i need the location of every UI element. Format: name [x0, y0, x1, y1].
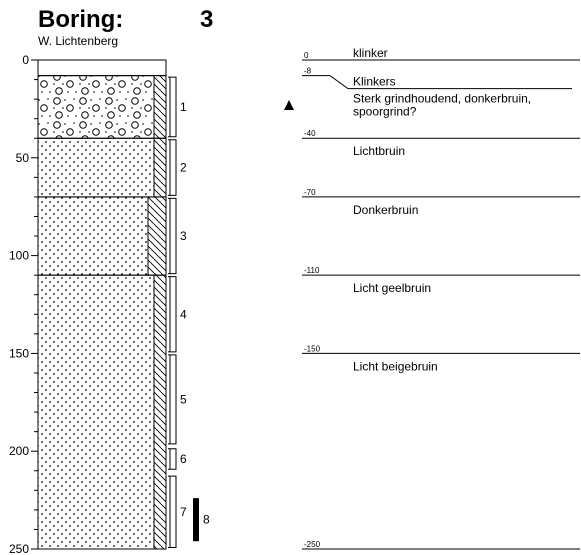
layer-description: Licht geelbruin	[353, 281, 431, 295]
axis-tick-label: 0	[22, 53, 29, 67]
sample-bracket	[168, 139, 177, 196]
core-marker: 8	[193, 498, 210, 542]
lithology-hatch-strip	[153, 274, 167, 550]
sample-label: 2	[180, 161, 187, 175]
sample-bracket	[168, 276, 177, 353]
sample-brackets: 1 2 3 4 5 6 7	[168, 76, 187, 548]
lithology-hatch-strip	[147, 196, 167, 276]
layer-depth-label: -8	[304, 67, 312, 76]
axis-tick-label: 200	[9, 444, 29, 458]
sample-bracket	[168, 197, 177, 275]
sample-bracket	[168, 475, 177, 548]
lithology-layer-sand	[37, 137, 155, 198]
sample-label: 4	[180, 307, 187, 321]
axis-tick-label: 100	[9, 249, 29, 263]
boring-location: W. Lichtenberg	[38, 34, 118, 48]
sample-label: 7	[180, 505, 187, 519]
boring-title: Boring:	[38, 6, 123, 33]
lithology-layer-sand	[37, 196, 149, 276]
core-bar	[193, 498, 199, 542]
layer-description: Sterk grindhoudend, donkerbruin,	[353, 91, 531, 105]
axis-tick-label: 250	[9, 542, 29, 555]
core-label: 8	[203, 513, 210, 527]
layer-depth-label: -40	[304, 129, 316, 138]
layer-depth-label: -70	[304, 188, 316, 197]
layer-boundary-line	[302, 75, 572, 90]
sample-bracket	[168, 76, 177, 138]
groundwater-triangle-icon	[284, 99, 294, 110]
sample-bracket	[168, 448, 177, 470]
layer-description: spoorgrind?	[353, 104, 417, 118]
lithology-column	[37, 59, 167, 550]
layer-description: Klinkers	[353, 75, 396, 89]
lithology-layer-blank	[37, 59, 167, 77]
axis-tick-label: 150	[9, 346, 29, 360]
layer-depth-label: -110	[304, 266, 320, 275]
sample-label: 1	[180, 100, 187, 114]
layer-depth-label: -150	[304, 344, 321, 353]
layer-depth-label: -250	[304, 540, 321, 549]
lithology-hatch-strip	[153, 137, 167, 198]
layer-description: Licht beigebruin	[353, 359, 438, 373]
layer-description: klinker	[353, 46, 388, 60]
sample-label: 6	[180, 452, 187, 466]
layer-depth-label: 0	[304, 51, 309, 60]
sample-label: 5	[180, 392, 187, 406]
sample-label: 3	[180, 229, 187, 243]
lithology-layer-sand	[37, 274, 155, 550]
boring-number: 3	[200, 6, 213, 33]
depth-axis-ticks: 0 50 100 150 200 250	[9, 53, 38, 555]
lithology-hatch-strip	[153, 75, 167, 139]
layer-description: Donkerbruin	[353, 203, 418, 217]
axis-tick-label: 50	[16, 151, 30, 165]
lithology-layer-gravel	[37, 75, 155, 139]
layer-description: Lichtbruin	[353, 144, 405, 158]
sample-bracket	[168, 354, 177, 445]
